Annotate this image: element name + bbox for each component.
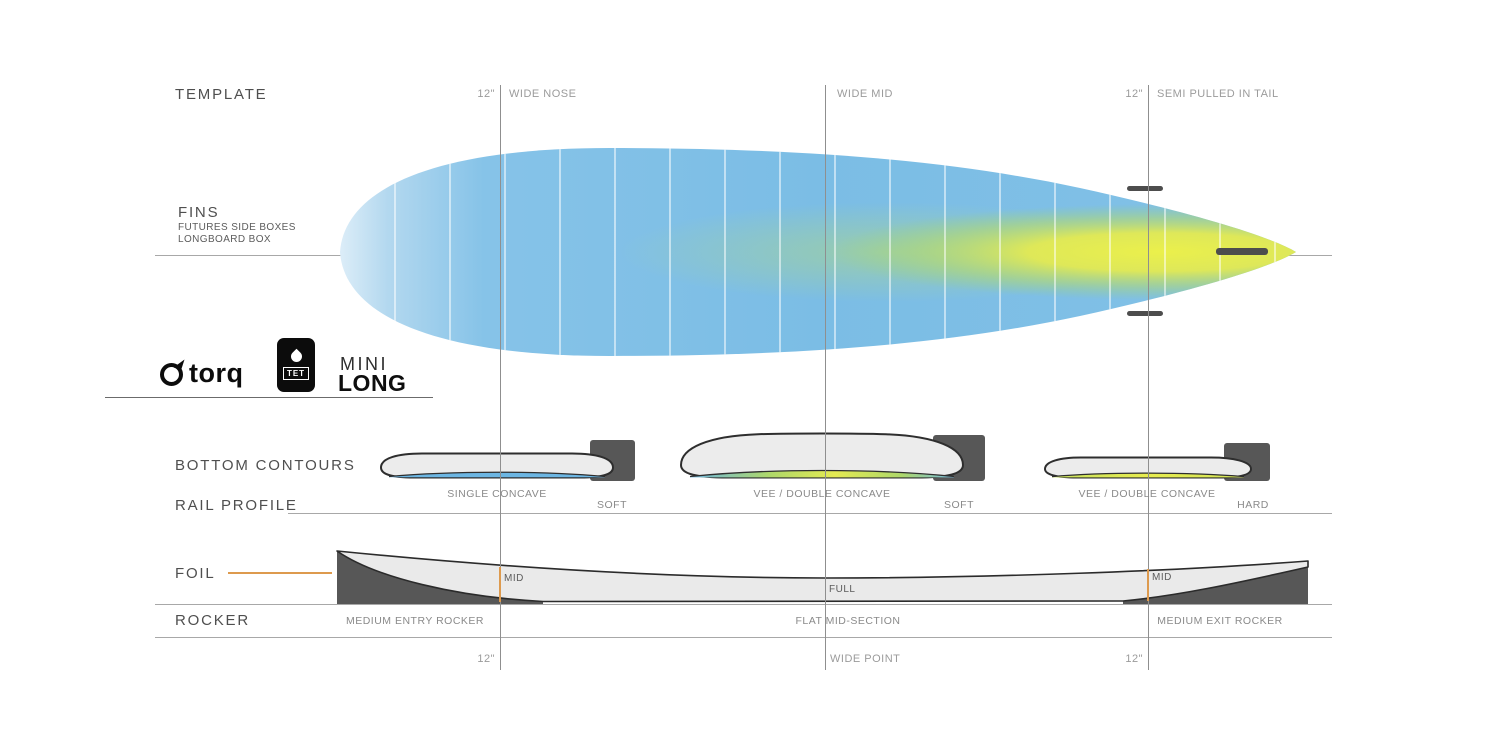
contour-cross-section-mid <box>680 432 964 479</box>
board-top-view <box>340 148 1296 356</box>
brand-underline <box>105 397 433 398</box>
foil-title: FOIL <box>175 565 216 582</box>
side-fin-box-top <box>1127 186 1163 191</box>
foil-tick-nose <box>499 567 501 602</box>
exit-rocker-shade <box>1123 567 1308 604</box>
rail-label-nose: SOFT <box>597 499 627 511</box>
guide-line-nose-12 <box>500 85 501 670</box>
wide-mid-label: WIDE MID <box>837 88 893 100</box>
tet-badge: TET <box>277 338 315 392</box>
contour-slab <box>680 432 964 479</box>
contour-cross-section-nose <box>380 452 614 479</box>
foil-side-view <box>336 550 1309 604</box>
bottom-tail-12-marker: 12" <box>1125 653 1143 665</box>
bottom-contours-title: BOTTOM CONTOURS <box>175 457 356 474</box>
bottom-nose-12-marker: 12" <box>477 653 495 665</box>
rocker-label-mid: FLAT MID-SECTION <box>795 615 901 627</box>
guide-line-tail-12 <box>1148 85 1149 670</box>
fins-title: FINS <box>178 204 220 221</box>
tail-12-marker: 12" <box>1125 88 1143 100</box>
contour-label-mid: VEE / DOUBLE CONCAVE <box>753 488 891 500</box>
rocker-label-entry: MEDIUM ENTRY ROCKER <box>345 615 485 627</box>
model-name-bottom: LONG <box>338 370 407 396</box>
foil-label-nose: MID <box>504 573 524 584</box>
guide-line-wide-point <box>825 85 826 670</box>
side-fin-box-bottom <box>1127 311 1163 316</box>
rocker-title: ROCKER <box>175 612 250 629</box>
fins-detail-line2: LONGBOARD BOX <box>178 234 271 245</box>
tail-shape-label: SEMI PULLED IN TAIL <box>1157 88 1279 100</box>
rocker-bottom-line <box>155 637 1332 638</box>
contour-label-tail: VEE / DOUBLE CONCAVE <box>1078 488 1216 500</box>
foil-label-tail: MID <box>1152 572 1172 583</box>
foil-tick-tail <box>1147 569 1149 601</box>
model-name-top: MINI <box>340 354 388 374</box>
contour-label-nose: SINGLE CONCAVE <box>447 488 547 500</box>
fin-boxes <box>1127 186 1268 316</box>
tet-badge-label: TET <box>282 366 310 380</box>
rail-label-tail: HARD <box>1237 499 1269 511</box>
flame-icon <box>288 348 304 364</box>
rail-profile-line <box>288 513 1332 514</box>
nose-12-marker: 12" <box>477 88 495 100</box>
wide-nose-label: WIDE NOSE <box>509 88 577 100</box>
torq-logo-icon <box>160 363 183 386</box>
foil-label-mid: FULL <box>829 584 856 595</box>
rocker-baseline <box>155 604 1332 605</box>
template-title: TEMPLATE <box>175 86 268 103</box>
fins-detail-line1: FUTURES SIDE BOXES <box>178 222 296 233</box>
foil-pointer-line <box>228 572 332 574</box>
rail-profile-title: RAIL PROFILE <box>175 497 298 514</box>
rocker-label-exit: MEDIUM EXIT ROCKER <box>1157 615 1283 627</box>
board-yellow-glow <box>830 204 1296 300</box>
wide-point-label: WIDE POINT <box>830 653 901 665</box>
entry-rocker-shade <box>337 551 543 604</box>
rail-label-mid: SOFT <box>944 499 974 511</box>
torq-wordmark: torq <box>189 358 244 388</box>
foil-profile <box>336 550 1309 603</box>
longboard-fin-box <box>1216 248 1268 255</box>
